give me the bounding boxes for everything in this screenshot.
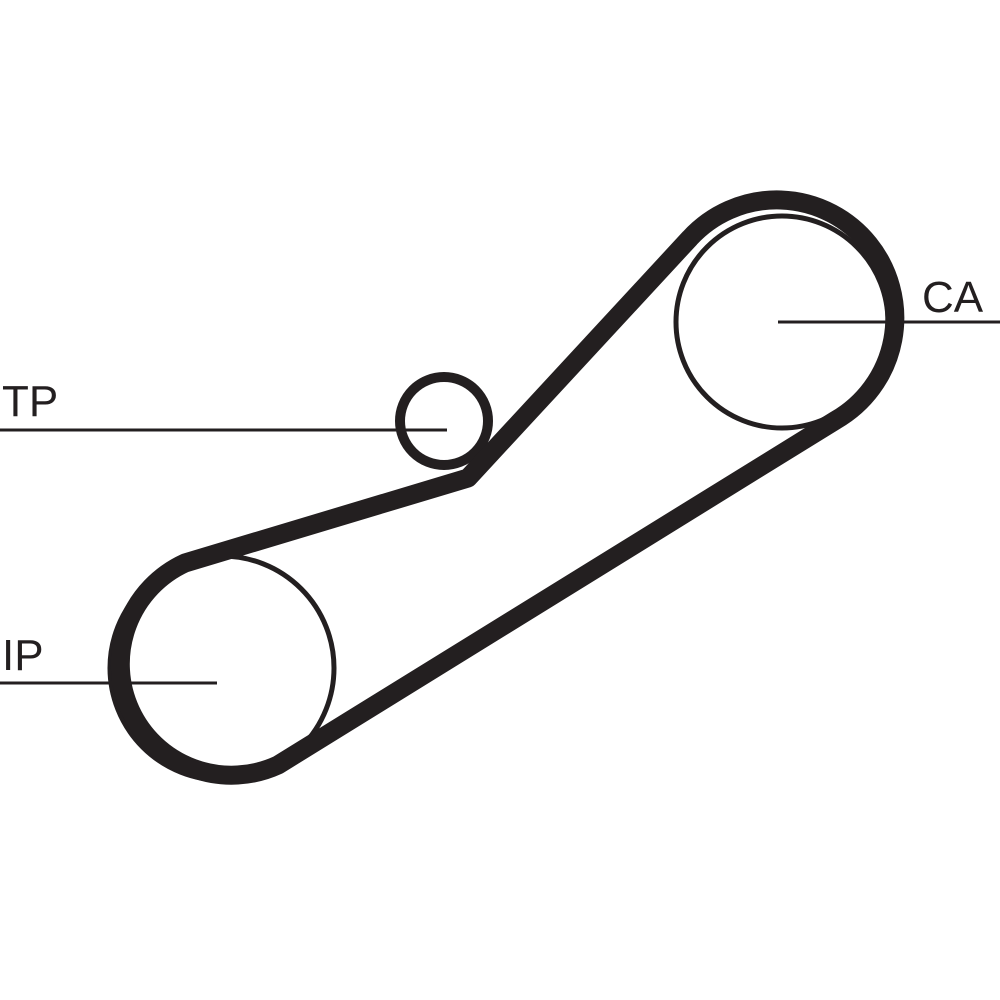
ip-label: IP bbox=[2, 631, 44, 680]
tensioner-pulley bbox=[395, 372, 493, 470]
timing-belt bbox=[110, 190, 905, 785]
ca-label: CA bbox=[922, 273, 984, 322]
tp-label: TP bbox=[2, 377, 59, 426]
